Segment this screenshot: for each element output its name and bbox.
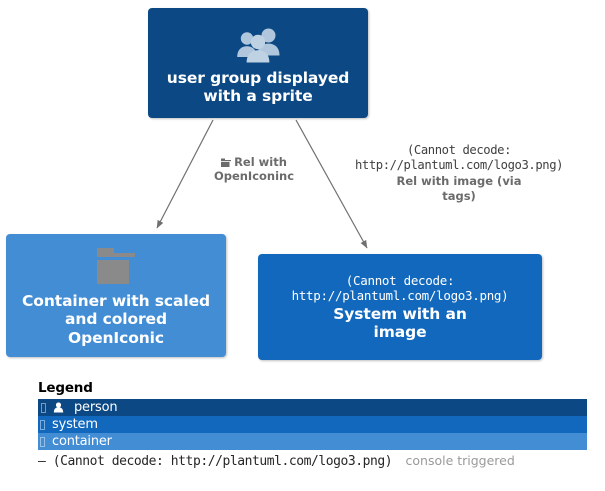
edge-label-right-decode-line1: (Cannot decode: — [406, 143, 512, 157]
folder-icon — [221, 158, 232, 167]
legend-note: – (Cannot decode: http://plantuml.com/lo… — [38, 453, 587, 469]
legend-row-person[interactable]: person — [38, 399, 587, 416]
folder-sprite — [97, 248, 135, 285]
node-user-group-person[interactable]: user group displayed with a sprite — [148, 8, 368, 118]
node-person-title-line2: with a sprite — [203, 87, 313, 105]
node-person-title: user group displayed with a sprite — [166, 68, 350, 106]
person-icon — [53, 402, 64, 413]
missing-glyph-icon — [40, 436, 45, 447]
edge-label-right-text2: tags) — [442, 188, 476, 203]
legend-note-decode-text: (Cannot decode: http://plantuml.com/logo… — [52, 454, 393, 469]
node-system-decode-text: (Cannot decode: http://plantuml.com/logo… — [292, 273, 509, 303]
node-system-title: System with an image — [333, 305, 467, 342]
missing-glyph-icon — [40, 419, 45, 430]
legend-note-trailing: console triggered — [405, 453, 515, 468]
node-system-decode-line1: (Cannot decode: — [345, 272, 455, 288]
legend-label-container: container — [52, 434, 112, 449]
user-group-sprite — [237, 28, 280, 63]
legend-label-system: system — [52, 417, 98, 432]
legend-note-dash: – — [38, 454, 46, 469]
edge-label-rel-with-openiconinc: Rel with OpenIconinc — [188, 155, 320, 184]
node-system-decode-line2: http://plantuml.com/logo3.png) — [291, 287, 509, 303]
node-container-title-line1: Container with scaled — [22, 292, 210, 311]
legend-row-container[interactable]: container — [38, 433, 587, 450]
edge-label-left-line1: Rel with — [188, 155, 320, 169]
legend-label-person: person — [74, 400, 118, 415]
node-system-title-line2: image — [373, 323, 427, 341]
edge-label-right-text1: Rel with image (via — [396, 174, 522, 189]
legend-row-system[interactable]: system — [38, 416, 587, 433]
legend: Legend person system container – (Cannot… — [38, 380, 587, 469]
node-person-title-line1: user group displayed — [166, 68, 350, 87]
node-container-title-line2: and colored — [65, 310, 167, 329]
legend-title: Legend — [38, 380, 93, 396]
node-container-title: Container with scaled and colored OpenIc… — [22, 292, 210, 347]
edge-label-right-caption: Rel with image (via tags) — [383, 174, 535, 203]
node-container-openiconic[interactable]: Container with scaled and colored OpenIc… — [6, 234, 226, 357]
edge-label-rel-with-image: (Cannot decode: http://plantuml.com/logo… — [318, 143, 600, 203]
node-container-title-line3: OpenIconic — [68, 328, 164, 347]
node-system-title-line1: System with an — [333, 304, 467, 323]
missing-glyph-icon — [41, 402, 46, 413]
node-system-with-image[interactable]: (Cannot decode: http://plantuml.com/logo… — [258, 254, 542, 360]
edge-label-left-text2: OpenIconinc — [213, 169, 295, 184]
edge-label-left-text1: Rel with — [234, 155, 287, 169]
edge-label-right-decode-line2: http://plantuml.com/logo3.png) — [354, 157, 564, 172]
